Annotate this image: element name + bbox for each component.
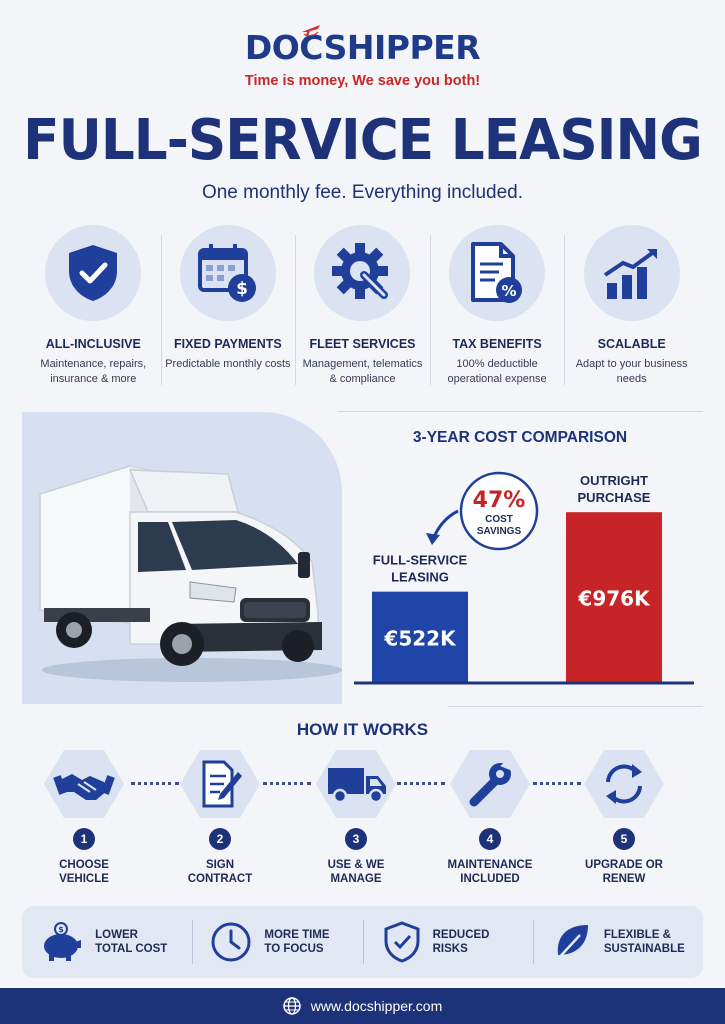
handshake-icon [44,750,124,818]
feature-title: FIXED PAYMENTS [174,337,282,351]
shield-check-icon [384,921,420,963]
savings-label-1: COST [485,514,513,525]
features-row: ALL-INCLUSIVE Maintenance, repairs, insu… [26,225,699,395]
feature-title: TAX BENEFITS [452,337,542,351]
feature-all-inclusive: ALL-INCLUSIVE Maintenance, repairs, insu… [26,225,161,395]
step-number: 3 [345,828,367,850]
benefit-label: FLEXIBLE &SUSTAINABLE [603,929,685,955]
contract-pen-icon [180,750,260,818]
tagline: Time is money, We save you both! [244,73,481,89]
step-number: 5 [613,828,635,850]
feature-title: SCALABLE [597,337,666,351]
globe-icon [282,997,301,1015]
svg-text:%: % [502,282,517,300]
bar-leasing [372,591,468,683]
savings-percent: 47% [473,488,526,513]
svg-text:$: $ [58,925,64,934]
footer-url[interactable]: www.docshipper.com [310,998,443,1014]
feature-desc: Maintenance, repairs, insurance & more [40,358,147,385]
page-title: FULL-SERVICE LEASING [23,108,703,173]
step-connector [533,782,581,785]
category-label: PURCHASE [578,490,651,505]
feature-desc: Management, telematics & compliance [302,358,423,385]
wrench-icon [450,750,530,818]
feature-scalable: SCALABLE Adapt to your business needs [564,225,699,395]
category-label: FULL-SERVICE [373,553,468,568]
document-percent-icon: % [449,225,546,321]
page-subtitle: One monthly fee. Everything included. [201,182,524,203]
feature-tax-benefits: % TAX BENEFITS 100% deductible operation… [429,225,565,395]
arrow-down-left-icon [426,509,459,545]
step-number: 2 [209,828,231,850]
step-number: 1 [73,828,95,850]
van-image [22,412,342,704]
feature-desc: 100% deductible operational expense [447,358,547,385]
step-number: 4 [479,828,501,850]
feature-fixed-payments: $ FIXED PAYMENTS Predictable monthly cos… [160,225,296,395]
how-it-works-title: HOW IT WORKS [296,720,429,739]
truck-icon [316,750,396,818]
refresh-icon [584,750,664,818]
shield-check-icon [45,225,142,321]
divider [448,706,703,707]
savings-badge: 47% COST SAVINGS [459,471,539,551]
step-connector [263,782,311,785]
step-connector [397,782,445,785]
svg-text:$: $ [236,279,248,299]
airplane-icon [300,22,322,43]
feature-title: ALL-INCLUSIVE [45,337,141,351]
feature-desc: Predictable monthly costs [165,358,291,370]
category-label: OUTRIGHT [580,473,648,488]
footer: www.docshipper.com [0,988,725,1024]
feature-desc: Adapt to your business needs [575,358,688,385]
gear-wrench-icon [314,225,411,321]
divider [338,411,703,412]
bar-value-label: €976K [577,587,651,611]
clock-icon [211,922,251,962]
logo-text: DOCSHIPPER [244,28,481,67]
feature-fleet-services: FLEET SERVICES Management, telematics & … [295,225,430,395]
savings-label-2: SAVINGS [477,526,522,537]
feature-title: FLEET SERVICES [309,337,416,351]
bar-purchase [566,512,662,683]
leaf-icon [554,925,588,962]
calendar-dollar-icon: $ [179,225,276,321]
brand-logo[interactable]: DOCSHIPPER [0,28,725,67]
cost-comparison-chart: 47% COST SAVINGS €522K FULL-SERVICE LEASIN… [354,471,694,685]
growth-chart-icon [583,225,680,321]
bar-value-label: €522K [383,626,457,650]
step-connector [131,782,179,785]
benefit-flexible: FLEXIBLE &SUSTAINABLE [532,906,703,978]
comparison-title: 3-YEAR COST COMPARISON [412,429,628,446]
category-label: LEASING [391,570,449,585]
piggy-bank-icon: $ [44,922,82,961]
